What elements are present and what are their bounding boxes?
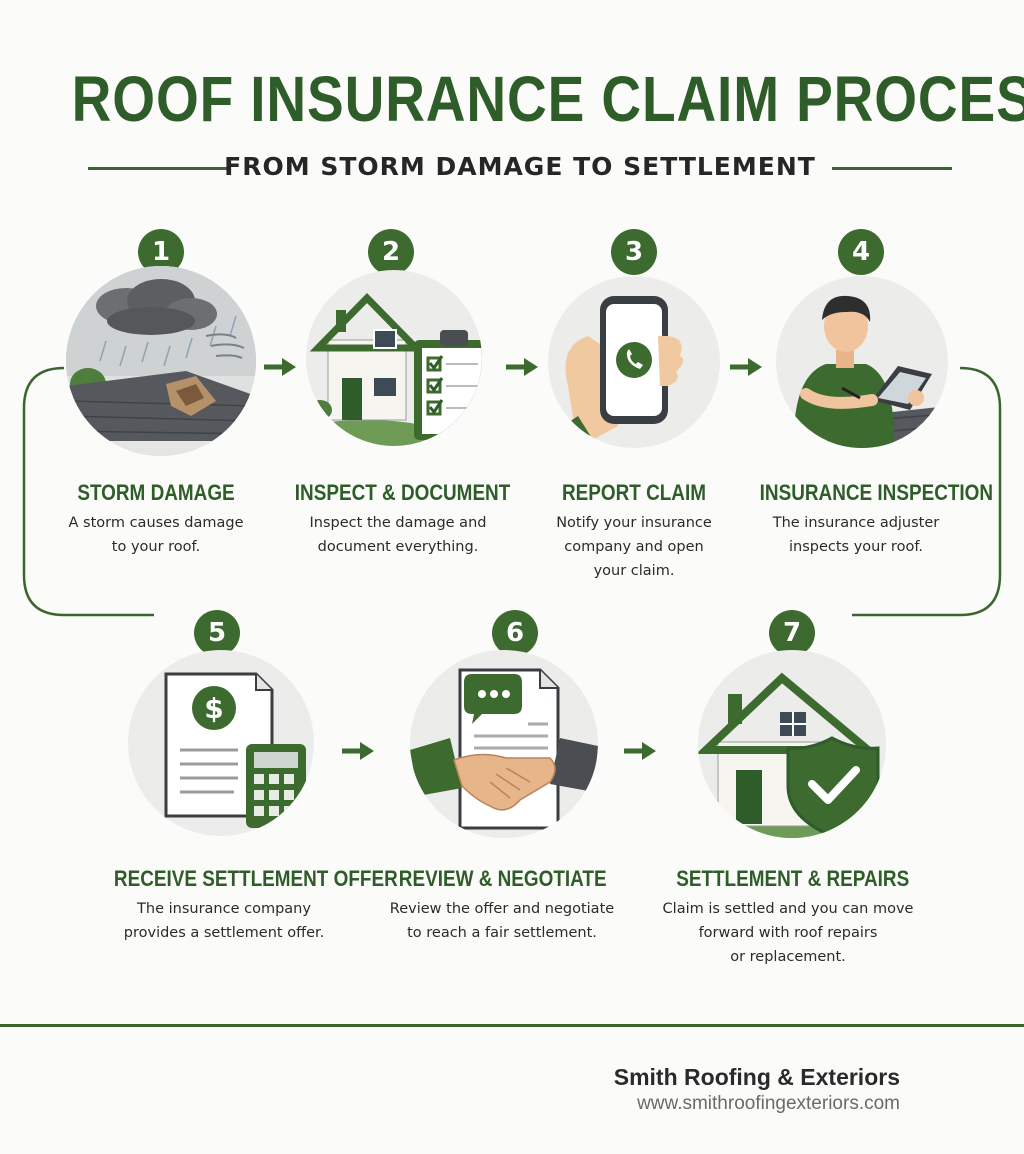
step-3-badge: 3 (611, 229, 657, 275)
svg-text:$: $ (204, 692, 223, 725)
arrow-right-icon (730, 358, 762, 376)
step-6-badge: 6 (492, 610, 538, 656)
step-1-desc: A storm causes damage to your roof. (68, 515, 244, 555)
footer-brand: Smith Roofing & Exteriors www.smithroofi… (614, 1064, 900, 1115)
company-website[interactable]: www.smithroofingexteriors.com (637, 1093, 900, 1114)
step-1-illustration (66, 266, 256, 456)
subtitle-rule-left (88, 167, 228, 170)
offer-calculator-icon: $ (164, 672, 306, 828)
house-shield-icon (698, 672, 880, 838)
handshake-icon (410, 668, 598, 830)
step-6-title: REVIEW & NEGOTIATE (398, 866, 607, 891)
step-4-illustration (776, 276, 948, 448)
arrow-right-icon (264, 358, 296, 376)
step-3-title: REPORT CLAIM (561, 480, 706, 505)
step-5-title: RECEIVE SETTLEMENT OFFER (113, 866, 398, 891)
step-7-badge: 7 (769, 610, 815, 656)
step-6-illustration (410, 650, 598, 838)
arrow-right-icon (506, 358, 538, 376)
step-7-illustration (698, 650, 886, 838)
step-5-badge: 5 (194, 610, 240, 656)
step-5-illustration: $ (128, 650, 314, 836)
page-title: ROOF INSURANCE CLAIM PROCESS (71, 63, 1024, 135)
phone-call-icon (548, 296, 684, 448)
company-name: Smith Roofing & Exteriors (613, 1064, 900, 1090)
adjuster-tablet-icon (793, 295, 948, 448)
step-4-badge: 4 (838, 229, 884, 275)
step-2-badge: 2 (368, 229, 414, 275)
step-3-illustration (548, 276, 720, 448)
subtitle-rule-right (832, 167, 952, 170)
step-6-desc: Review the offer and negotiate to reach … (389, 901, 615, 941)
step-4-desc: The insurance adjuster inspects your roo… (772, 515, 940, 555)
step-2-illustration (306, 270, 482, 446)
step-7-desc: Claim is settled and you can move forwar… (662, 901, 914, 965)
step-3-desc: Notify your insurance company and open y… (556, 515, 712, 579)
storm-roof-icon (66, 266, 256, 456)
subtitle-row: FROM STORM DAMAGE TO SETTLEMENT (88, 150, 952, 186)
arrow-right-icon (624, 742, 656, 760)
footer-divider (0, 1024, 1024, 1027)
step-5-desc: The insurance company provides a settlem… (123, 901, 325, 941)
step-2-desc: Inspect the damage and document everythi… (309, 515, 487, 555)
step-1-title: STORM DAMAGE (77, 480, 235, 505)
step-2-title: INSPECT & DOCUMENT (294, 480, 511, 505)
step-4-title: INSURANCE INSPECTION (759, 480, 994, 505)
house-checklist-icon (306, 292, 482, 446)
step-7-title: SETTLEMENT & REPAIRS (676, 866, 910, 891)
arrow-right-icon (342, 742, 374, 760)
page-subtitle: FROM STORM DAMAGE TO SETTLEMENT (224, 152, 816, 181)
